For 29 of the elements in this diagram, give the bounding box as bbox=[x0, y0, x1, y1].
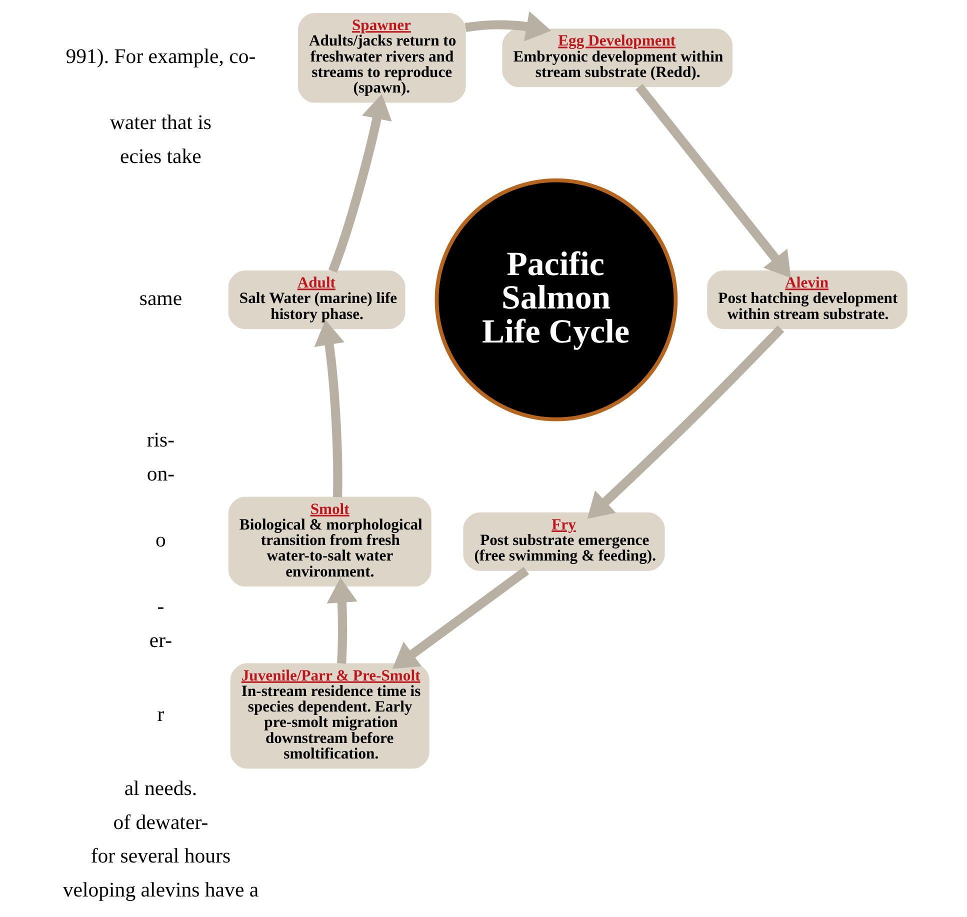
node-box: Juvenile/Parr & Pre-Smolt In-stream residence time is species dependent. Early pre-smolt migration downstream before smoltification. bbox=[230, 663, 429, 769]
label: ris- bbox=[146, 427, 174, 452]
label: veloping alevins have a bbox=[62, 878, 258, 902]
arrow bbox=[314, 320, 344, 498]
arrow bbox=[464, 11, 551, 42]
label: water that is bbox=[109, 110, 212, 134]
node-box: Spawner Adults/jacks return to freshwater rivers and streams to reproduce (spawn). bbox=[297, 13, 466, 103]
node-box: Alevin Post hatching development within stream substrate. bbox=[706, 270, 907, 330]
arrow bbox=[392, 566, 529, 669]
label: r bbox=[156, 702, 164, 726]
node-box: Fry Post substrate emergence (free swimming & feeding). bbox=[462, 512, 664, 571]
label: on- bbox=[146, 461, 174, 486]
label: ecies take bbox=[120, 144, 201, 168]
label: al needs. bbox=[124, 776, 197, 800]
label: er- bbox=[148, 628, 172, 652]
node-box: Smolt Biological & morphological transition from fresh water-to-salt water environment. bbox=[228, 496, 431, 587]
label: o bbox=[155, 528, 166, 552]
label: same bbox=[138, 286, 182, 310]
node-circle: Pacific Salmon Life Cycle bbox=[434, 178, 678, 422]
label: of dewater- bbox=[112, 810, 208, 834]
node-box: Adult Salt Water (marine) life history phase. bbox=[228, 270, 405, 330]
node-box: Egg Development Embryonic development within stream substrate (Redd). bbox=[502, 28, 732, 88]
label: for several hours bbox=[90, 844, 230, 868]
label: - bbox=[156, 594, 164, 618]
arrow bbox=[635, 84, 790, 278]
label: 991). For example, co- bbox=[65, 44, 256, 68]
arrow bbox=[328, 94, 392, 273]
arrow bbox=[586, 325, 784, 519]
arrow bbox=[326, 578, 357, 664]
